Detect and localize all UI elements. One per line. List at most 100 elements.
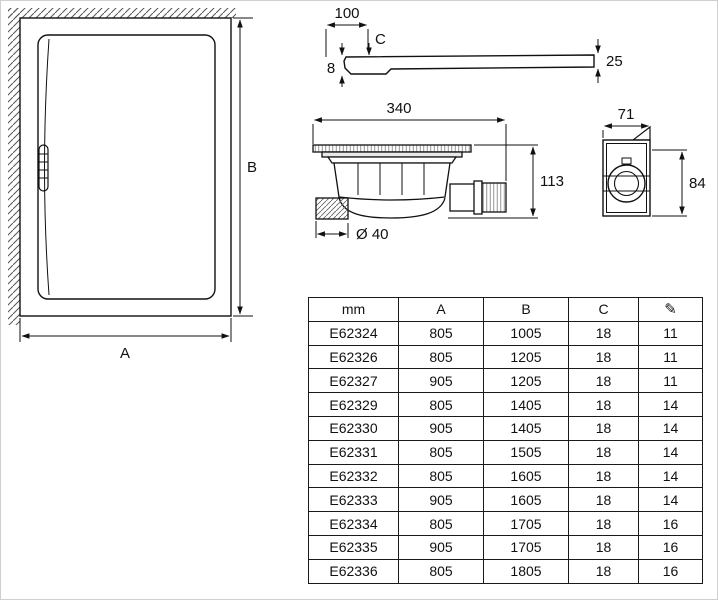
drain-outlet-pipe xyxy=(449,180,507,215)
table-cell: 18 xyxy=(568,392,639,417)
table-cell: E62335 xyxy=(308,534,399,560)
wall-hatch-top xyxy=(8,8,236,18)
clamp-screw xyxy=(621,157,632,165)
table-cell: 805 xyxy=(398,439,484,465)
table-cell: 905 xyxy=(398,487,484,513)
table-cell: 1405 xyxy=(483,415,569,441)
table-cell: 18 xyxy=(568,415,639,441)
table-cell: 1505 xyxy=(483,439,569,465)
table-cell: E62333 xyxy=(308,487,399,513)
dim-label-a: A xyxy=(120,345,130,361)
table-cell: 1405 xyxy=(483,392,569,417)
table-cell: E62331 xyxy=(308,439,399,465)
table-cell: 1605 xyxy=(483,463,569,489)
table-cell: 14 xyxy=(638,392,703,417)
clamp-view-drawing: 71 84 xyxy=(602,106,706,217)
col-header-a: A xyxy=(398,297,484,322)
table-cell: 18 xyxy=(568,487,639,513)
table-cell: 18 xyxy=(568,511,639,536)
clamp-ring-outer xyxy=(607,164,646,203)
dim-label-84: 84 xyxy=(689,175,706,192)
dim-label-25: 25 xyxy=(606,53,623,70)
table-cell: E62326 xyxy=(308,344,399,370)
drain-collar xyxy=(326,156,458,164)
plan-view-drawing: B A xyxy=(8,8,257,361)
table-cell: 18 xyxy=(568,344,639,370)
dim-label-340: 340 xyxy=(386,101,411,117)
table-cell: 14 xyxy=(638,463,703,489)
profile-view-drawing: 100 C 8 25 xyxy=(325,5,623,87)
tray-profile xyxy=(343,54,595,75)
table-cell: E62336 xyxy=(308,558,399,584)
table-cell: 18 xyxy=(568,534,639,560)
table-cell: E62329 xyxy=(308,392,399,417)
table-cell: 11 xyxy=(638,344,703,370)
dimension-100 xyxy=(325,22,369,57)
table-cell: 1705 xyxy=(483,511,569,536)
table-cell: 805 xyxy=(398,558,484,584)
drain-screws xyxy=(354,162,428,195)
table-cell: E62324 xyxy=(308,320,399,346)
clamp-ring-inner xyxy=(613,170,640,197)
table-cell: 905 xyxy=(398,534,484,560)
dimension-113 xyxy=(448,144,538,219)
table-cell: 18 xyxy=(568,558,639,584)
table-cell: 16 xyxy=(638,558,703,584)
col-header-c: C xyxy=(568,297,639,322)
dim-label-diameter: Ø 40 xyxy=(356,226,389,243)
table-cell: 805 xyxy=(398,320,484,346)
dimension-b xyxy=(233,17,253,317)
clamp-body-inner xyxy=(606,143,647,213)
dim-label-c: C xyxy=(375,31,386,48)
table-cell: 1705 xyxy=(483,534,569,560)
dimension-diameter xyxy=(315,221,349,238)
table-cell: 905 xyxy=(398,415,484,441)
pencil-icon: ✎ xyxy=(638,297,703,322)
table-cell: 16 xyxy=(638,511,703,536)
table-cell: E62330 xyxy=(308,415,399,441)
col-header-mm: mm xyxy=(308,297,399,322)
drain-body xyxy=(333,162,451,201)
clamp-band xyxy=(603,175,650,192)
table-cell: 18 xyxy=(568,439,639,465)
dimension-84 xyxy=(652,149,687,217)
wall-hatch-left xyxy=(8,8,20,325)
table-cell: 18 xyxy=(568,368,639,394)
table-cell: 18 xyxy=(568,463,639,489)
table-cell: 14 xyxy=(638,487,703,513)
table-cell: 905 xyxy=(398,368,484,394)
table-cell: 1205 xyxy=(483,368,569,394)
tray-slope-line xyxy=(44,38,50,296)
dimension-71 xyxy=(602,123,651,138)
drain-view-drawing: 340 113 Ø 40 xyxy=(312,101,564,243)
tray-outer-edge xyxy=(19,17,232,317)
table-cell: E62332 xyxy=(308,463,399,489)
drain-flange-ring xyxy=(321,151,463,158)
dim-label-8: 8 xyxy=(327,60,335,77)
col-header-b: B xyxy=(483,297,569,322)
tray-inner-edge xyxy=(37,34,216,300)
table-cell: 805 xyxy=(398,392,484,417)
table-cell: 14 xyxy=(638,439,703,465)
table-cell: 11 xyxy=(638,320,703,346)
dim-label-113: 113 xyxy=(540,173,564,190)
table-cell: 18 xyxy=(568,320,639,346)
drain-flange xyxy=(312,144,472,153)
table-cell: E62327 xyxy=(308,368,399,394)
drain-grate xyxy=(38,144,49,192)
clamp-tab xyxy=(631,125,651,141)
table-cell: 805 xyxy=(398,344,484,370)
dimension-a xyxy=(19,318,232,342)
